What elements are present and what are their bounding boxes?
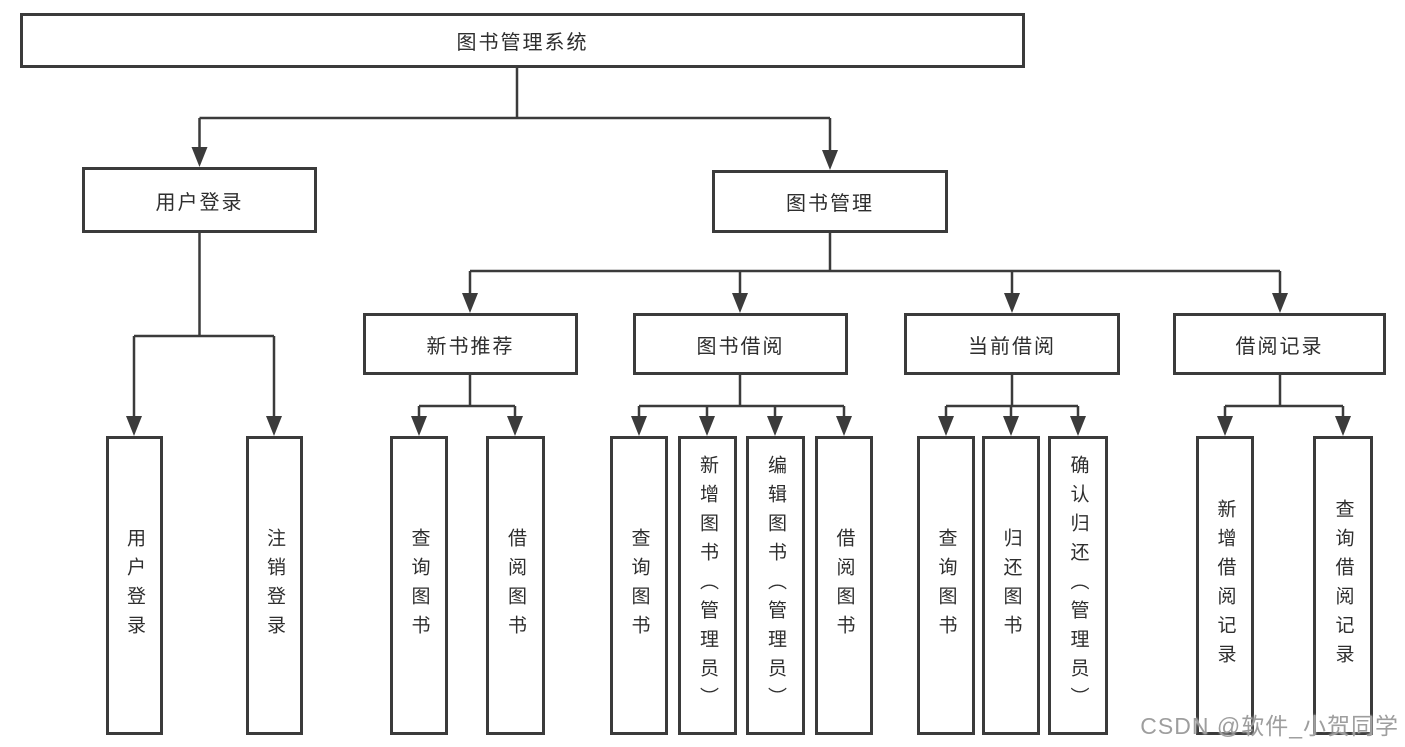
leaf-logout: 注销登录	[246, 436, 303, 735]
arrowhead-current-borrowing	[1004, 293, 1020, 313]
arrowhead-cb-confirm-return	[1070, 416, 1086, 436]
node-user-login: 用户登录	[82, 167, 317, 233]
node-borrowing-records-label: 借阅记录	[1235, 335, 1324, 358]
arrowhead-rec-query-books	[411, 416, 427, 436]
arrowhead-bb-edit-books	[767, 416, 783, 436]
leaf-borrowing-borrow-books: 借阅图书	[815, 436, 873, 735]
leaf-records-query-borrow-record-label: 查询借阅记录	[1332, 498, 1354, 673]
arrowhead-br-add-record	[1217, 416, 1233, 436]
csdn-watermark: CSDN @软件_小贺同学	[1140, 713, 1399, 739]
leaf-borrowing-add-books-admin: 新增图书（管理员）	[678, 436, 737, 735]
leaf-user-login: 用户登录	[106, 436, 163, 735]
leaf-logout-label: 注销登录	[264, 527, 285, 644]
leaf-current-query-books: 查询图书	[917, 436, 975, 735]
connector-user-login-branch	[132, 233, 276, 419]
arrowhead-cb-return-books	[1003, 416, 1019, 436]
leaf-current-confirm-return-admin-label: 确认归还（管理员）	[1067, 455, 1089, 716]
leaf-borrowing-borrow-books-label: 借阅图书	[833, 527, 855, 644]
arrowhead-new-book-recommend	[462, 293, 478, 313]
arrowhead-book-borrowing	[732, 293, 748, 313]
leaf-rec-query-books: 查询图书	[390, 436, 448, 735]
leaf-borrowing-query-books-label: 查询图书	[628, 527, 650, 644]
arrowhead-leaf-user-login	[126, 416, 142, 436]
node-new-book-recommend: 新书推荐	[363, 313, 578, 375]
arrowhead-book-management	[822, 150, 838, 170]
node-book-management: 图书管理	[712, 170, 948, 233]
leaf-current-return-books-label: 归还图书	[1000, 527, 1022, 644]
leaf-current-return-books: 归还图书	[982, 436, 1040, 735]
connector-new-book-branch	[417, 375, 517, 419]
leaf-records-add-borrow-record-label: 新增借阅记录	[1214, 498, 1236, 673]
node-book-management-label: 图书管理	[786, 193, 874, 215]
arrowhead-user-login	[191, 147, 208, 167]
arrowhead-rec-borrow-books	[507, 416, 523, 436]
leaf-borrowing-query-books: 查询图书	[610, 436, 668, 735]
leaf-user-login-label: 用户登录	[124, 527, 145, 644]
node-current-borrowing: 当前借阅	[904, 313, 1120, 375]
leaf-current-confirm-return-admin: 确认归还（管理员）	[1048, 436, 1108, 735]
connector-book-management-branch	[468, 233, 1282, 296]
leaf-rec-borrow-books-label: 借阅图书	[505, 527, 526, 644]
leaf-records-add-borrow-record: 新增借阅记录	[1196, 436, 1254, 735]
leaf-borrowing-edit-books-admin: 编辑图书（管理员）	[746, 436, 805, 735]
leaf-rec-query-books-label: 查询图书	[408, 527, 430, 644]
node-book-borrowing: 图书借阅	[633, 313, 848, 375]
node-root-library-system: 图书管理系统	[20, 13, 1025, 68]
node-borrowing-records: 借阅记录	[1173, 313, 1386, 375]
leaf-records-query-borrow-record: 查询借阅记录	[1313, 436, 1373, 735]
connector-current-borrowing-branch	[944, 375, 1080, 419]
leaf-rec-borrow-books: 借阅图书	[486, 436, 545, 735]
node-book-borrowing-label: 图书借阅	[696, 335, 785, 358]
arrowhead-cb-query-books	[938, 416, 954, 436]
arrowhead-br-query-record	[1335, 416, 1351, 436]
node-current-borrowing-label: 当前借阅	[968, 335, 1056, 358]
connector-borrowing-records-branch	[1223, 375, 1345, 419]
connector-root-to-level2	[198, 68, 832, 153]
arrowhead-bb-query-books	[631, 416, 647, 436]
node-new-book-recommend-label: 新书推荐	[426, 335, 515, 358]
leaf-borrowing-add-books-admin-label: 新增图书（管理员）	[697, 455, 718, 716]
node-user-login-label: 用户登录	[155, 191, 244, 214]
arrowhead-bb-add-books	[699, 416, 715, 436]
leaf-borrowing-edit-books-admin-label: 编辑图书（管理员）	[765, 455, 786, 716]
leaf-current-query-books-label: 查询图书	[935, 527, 957, 644]
arrowhead-borrowing-records	[1272, 293, 1288, 313]
arrowhead-leaf-logout	[266, 416, 282, 436]
connector-book-borrowing-branch	[637, 375, 846, 419]
node-root-label: 图书管理系统	[456, 32, 589, 54]
arrowhead-bb-borrow-books	[836, 416, 852, 436]
